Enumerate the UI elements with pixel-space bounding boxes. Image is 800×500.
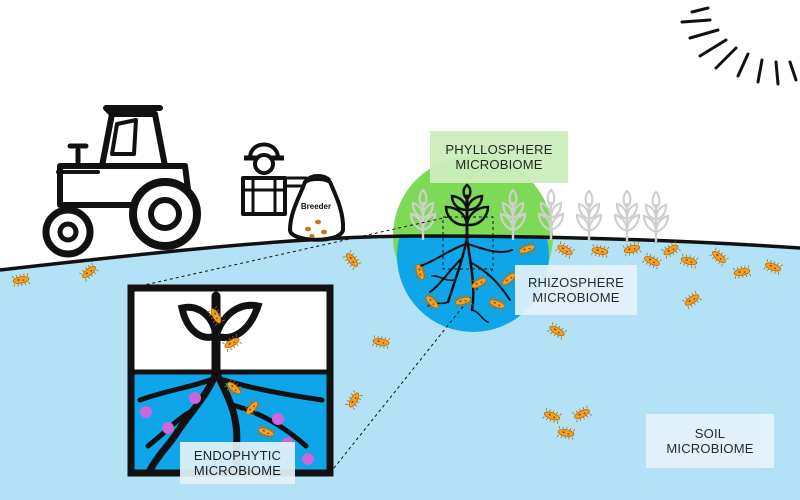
- label-line: SOIL: [694, 426, 726, 441]
- label-line: MICROBIOME: [532, 290, 620, 305]
- sun-icon: [680, 6, 798, 86]
- label-line: MICROBIOME: [666, 441, 754, 456]
- phyllosphere-microbiome-label: PHYLLOSPHERE MICROBIOME: [430, 131, 568, 183]
- seed-bag-icon: Breeder: [288, 174, 346, 242]
- soil-microbiome-label: SOIL MICROBIOME: [646, 414, 774, 468]
- farmer-icon: [241, 142, 308, 216]
- label-line: MICROBIOME: [455, 157, 543, 172]
- label-line: PHYLLOSPHERE: [445, 142, 553, 157]
- ground-line: [0, 234, 800, 272]
- label-line: MICROBIOME: [193, 463, 282, 478]
- label-line: ENDOPHYTIC: [193, 448, 282, 463]
- rhizosphere-microbiome-label: RHIZOSPHERE MICROBIOME: [515, 265, 637, 315]
- label-line: RHIZOSPHERE: [527, 275, 625, 290]
- tractor-icon: [42, 105, 201, 258]
- plant-icon: [419, 183, 513, 323]
- seed-bag-label: Breeder: [301, 202, 331, 211]
- endophytic-microbiome-label: ENDOPHYTIC MICROBIOME: [180, 442, 295, 484]
